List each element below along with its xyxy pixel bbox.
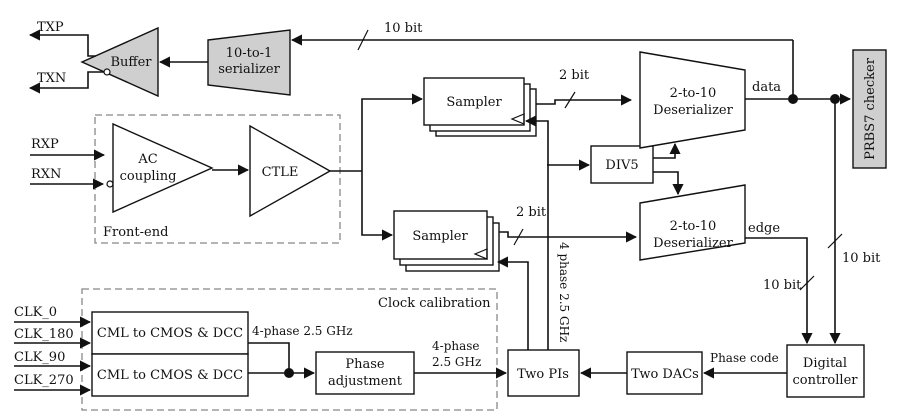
buffer-label: Buffer <box>110 55 152 70</box>
deser-edge-label-1: 2-to-10 <box>670 219 717 234</box>
cml-top-label: CML to CMOS & DCC <box>97 326 243 341</box>
clk180-label: CLK_180 <box>14 327 74 342</box>
deser-data-label-1: 2-to-10 <box>670 86 717 101</box>
prbs-checker-block <box>852 49 887 169</box>
four-phase-vertical-label: 4 phase 2.5 GHz <box>557 242 571 342</box>
digital-controller-label-2: controller <box>793 373 859 388</box>
serializer-block <box>207 29 291 96</box>
div5-label: DIV5 <box>605 158 638 173</box>
ac-coupling-label-1: AC <box>137 152 157 167</box>
phase-adjustment-label-2: adjustment <box>328 374 403 389</box>
sampler-edge-clock-symbol <box>473 248 488 260</box>
clk90-label: CLK_90 <box>14 350 65 365</box>
serializer-label-2: serializer <box>218 62 280 77</box>
clk-junction-dot <box>284 368 294 378</box>
clk0-label: CLK_0 <box>14 305 57 320</box>
deser-edge-label-2: Deserializer <box>653 236 733 251</box>
edge-label: edge <box>748 221 780 236</box>
sampler-edge-block <box>393 210 488 260</box>
serializer-label-1: 10-to-1 <box>226 46 273 61</box>
two-pis-block <box>507 349 580 397</box>
digital-controller-label-1: Digital <box>803 356 847 371</box>
deser-data-block <box>639 51 746 149</box>
ac-coupling-block <box>112 122 214 214</box>
sampler-data-label: Sampler <box>446 95 502 110</box>
ten-bit-edge-label: 10 bit <box>763 278 802 293</box>
txn-label: TXN <box>37 71 66 86</box>
buffer-inverting-bubble <box>103 68 111 76</box>
sampler-data-clock-symbol <box>510 113 525 125</box>
deser-data-label-2: Deserializer <box>653 103 733 118</box>
txp-label: TXP <box>37 20 64 35</box>
four-phase-b-label-1: 4-phase <box>432 339 480 353</box>
clk270-label: CLK_270 <box>14 373 74 388</box>
div5-block <box>590 145 654 184</box>
ctle-block <box>249 124 332 218</box>
two-bit-data-label: 2 bit <box>559 68 590 83</box>
phase-code-label: Phase code <box>710 351 779 365</box>
clock-calibration-region <box>81 288 498 411</box>
four-phase-a-label: 4-phase 2.5 GHz <box>252 324 353 338</box>
buffer-block <box>80 26 159 98</box>
prbs-checker-label: PRBS7 checker <box>863 57 878 160</box>
sampler-data-block <box>423 77 525 126</box>
two-dacs-label: Two DACs <box>631 367 699 382</box>
rxp-label: RXP <box>31 137 59 152</box>
ac-coupling-inverting-bubble <box>106 180 114 188</box>
cml-bottom-label: CML to CMOS & DCC <box>97 368 243 383</box>
digital-controller-block <box>786 344 865 398</box>
cml-top-block <box>91 311 249 355</box>
four-phase-b-label-2: 2.5 GHz <box>432 355 481 369</box>
two-pis-label: Two PIs <box>517 367 569 382</box>
clock-calibration-label: Clock calibration <box>378 296 491 311</box>
deser-edge-block <box>639 184 746 261</box>
phase-adjustment-block <box>315 351 415 395</box>
sampler-edge-label: Sampler <box>412 229 468 244</box>
ten-bit-data-label: 10 bit <box>842 251 881 266</box>
rxn-label: RXN <box>31 167 61 182</box>
ten-bit-top-label: 10 bit <box>384 21 423 36</box>
ac-coupling-label-2: coupling <box>120 169 177 184</box>
ctle-label: CTLE <box>262 165 299 180</box>
phase-adjustment-label-1: Phase <box>345 357 385 372</box>
front-end-label: Front-end <box>103 225 168 240</box>
cml-bottom-block <box>91 353 249 397</box>
two-bit-edge-label: 2 bit <box>516 205 547 220</box>
data-label: data <box>752 80 781 95</box>
